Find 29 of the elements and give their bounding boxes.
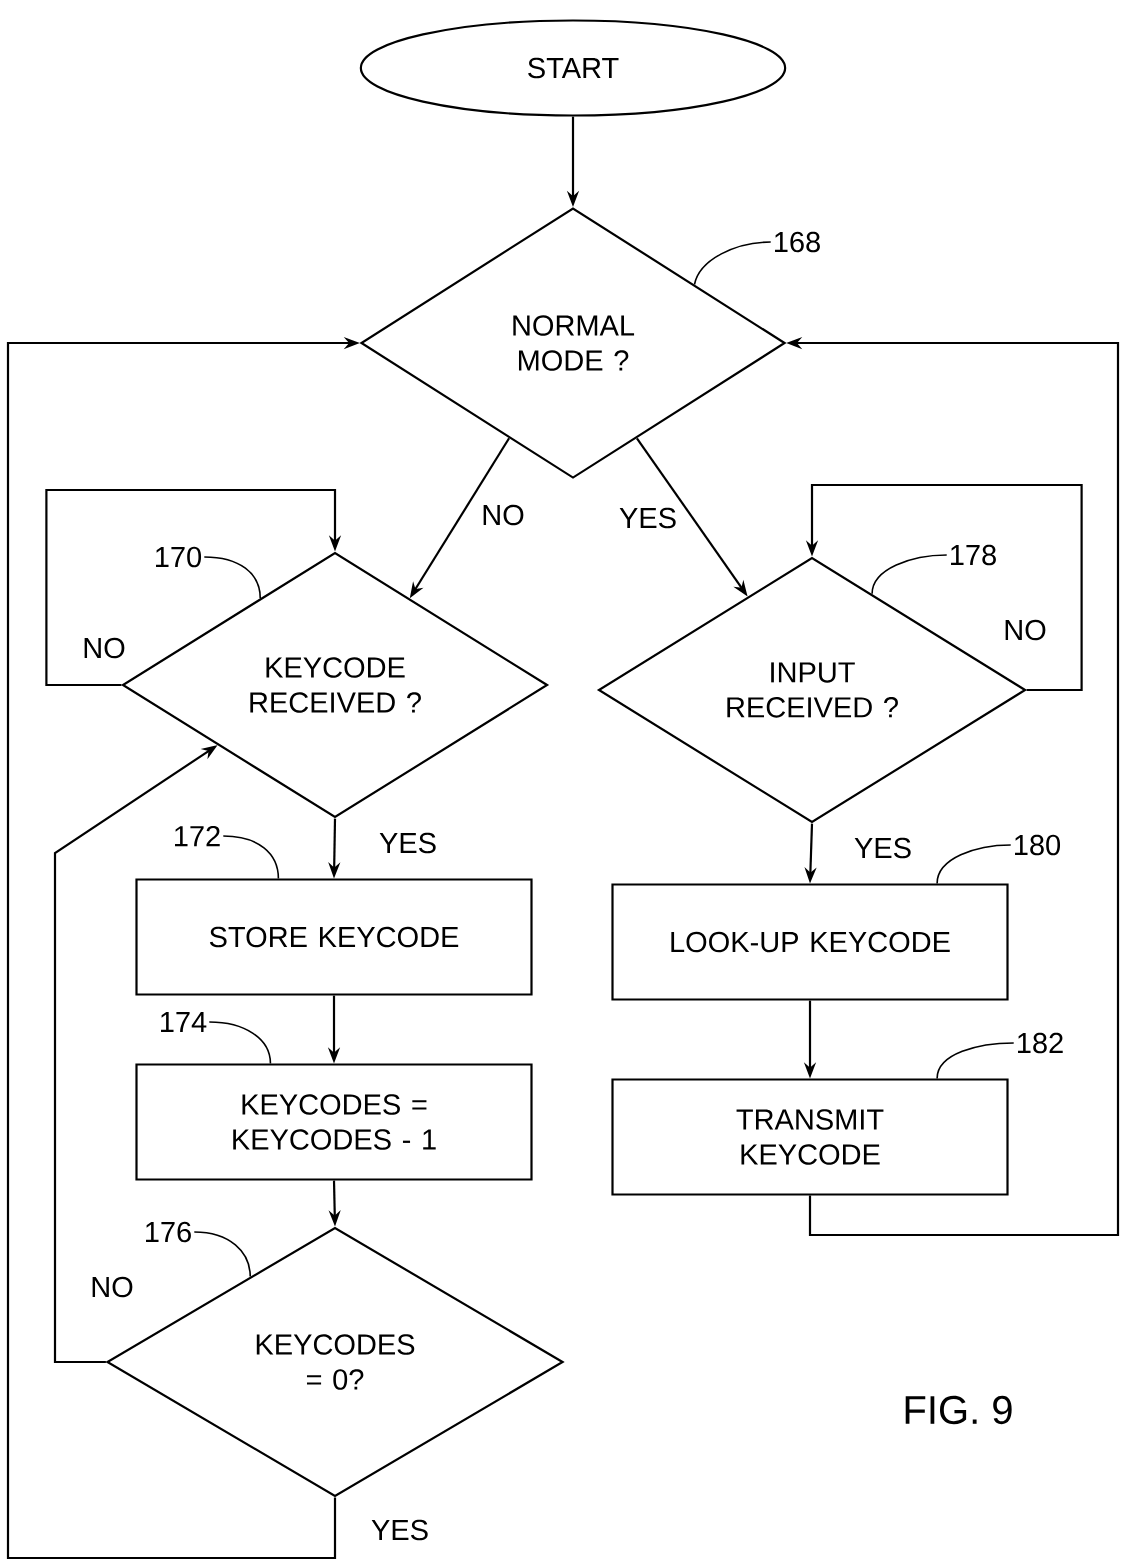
leader-line [693,241,772,286]
leader-line [222,835,280,880]
reference-numeral: 182 [1018,1032,1063,1054]
edge-label: YES [617,505,679,531]
process-box: KEYCODES = KEYCODES - 1 [135,1063,533,1181]
edge-label: NO [88,1274,136,1300]
edge-label: YES [369,1517,431,1543]
figure-label: FIG. 9 [905,1395,1012,1425]
process-box: LOOK-UP KEYCODE [611,883,1009,1001]
reference-numeral: 172 [175,825,220,847]
leader-line [871,554,948,595]
leader-line [208,1021,272,1065]
edge-label: YES [852,835,914,861]
edge-label: YES [377,830,439,856]
reference-numeral: 168 [775,231,820,253]
leader-line [936,844,1012,885]
process-box: STORE KEYCODE [135,878,533,996]
arrow [45,488,342,687]
start-oval: START [359,19,787,117]
reference-numeral: 180 [1015,834,1061,856]
reference-numeral: 174 [161,1012,207,1032]
process-box: TRANSMIT KEYCODE [611,1078,1009,1196]
reference-numeral: 176 [146,1221,191,1243]
edge-label: NO [80,635,128,661]
leader-line [193,1231,252,1278]
leader-line [203,556,262,599]
reference-numeral: 170 [156,546,202,568]
edge-label: NO [479,502,527,528]
leader-line [936,1042,1015,1080]
